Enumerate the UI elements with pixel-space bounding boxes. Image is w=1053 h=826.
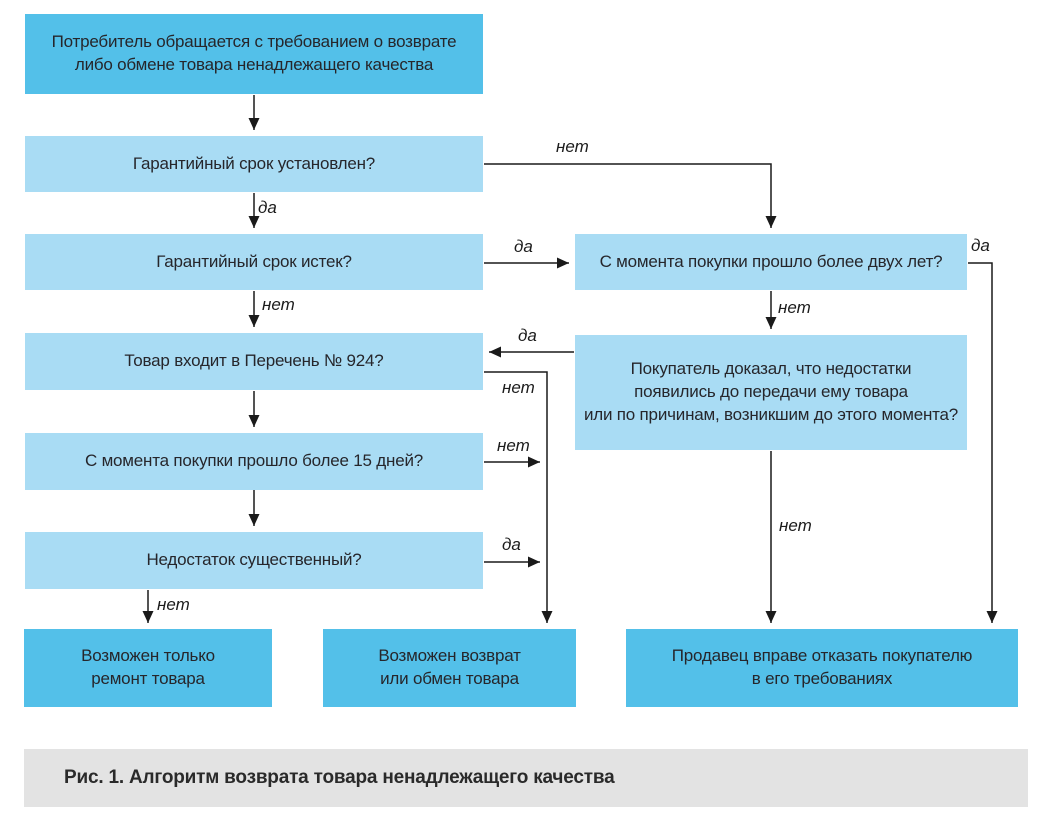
edge-label-no: нет	[556, 137, 589, 156]
node-text-line: Недостаток существенный?	[146, 550, 362, 570]
node-text-line: или по причинам, возникшим до этого моме…	[583, 404, 959, 424]
node-text-line: в его требованиях	[751, 669, 893, 688]
node-text-line: Гарантийный срок установлен?	[132, 153, 376, 173]
edge-label-no: нет	[779, 516, 812, 535]
node-consumer-request: Потребитель обращается с требованием о в…	[25, 14, 483, 94]
node-text-line: Возможен возврат	[378, 646, 521, 666]
node-text-line: С момента покупки прошло более 15 дней?	[84, 451, 424, 471]
edge-label-no: нет	[262, 295, 295, 314]
node-text-line: либо обмене товара ненадлежащего качеств…	[74, 55, 434, 74]
node-two-years-question: С момента покупки прошло более двух лет?	[575, 234, 967, 290]
node-warranty-expired-question: Гарантийный срок истек?	[25, 234, 483, 290]
node-text-line: Продавец вправе отказать покупателю	[671, 646, 973, 666]
edge-label-no: нет	[497, 436, 530, 455]
figure-caption-bar: Рис. 1. Алгоритм возврата товара ненадле…	[24, 749, 1028, 807]
node-significant-defect-question: Недостаток существенный?	[25, 532, 483, 589]
node-text-line: С момента покупки прошло более двух лет?	[599, 251, 943, 271]
node-buyer-proved-question: Покупатель доказал, что недостатки появи…	[575, 335, 967, 450]
node-text-line: Гарантийный срок истек?	[156, 251, 352, 271]
node-text-line: ремонт товара	[91, 669, 205, 688]
node-text-line: Потребитель обращается с требованием о в…	[51, 32, 457, 52]
node-text-line: или обмен товара	[380, 669, 519, 688]
edge-label-no: нет	[502, 378, 535, 397]
node-15-days-question: С момента покупки прошло более 15 дней?	[25, 433, 483, 490]
node-text-line: Покупатель доказал, что недостатки	[630, 359, 912, 379]
edge-label-no: нет	[778, 298, 811, 317]
node-warranty-set-question: Гарантийный срок установлен?	[25, 136, 483, 192]
edge-label-no: нет	[157, 595, 190, 614]
figure-caption: Рис. 1. Алгоритм возврата товара ненадле…	[64, 767, 615, 788]
node-text-line: Товар входит в Перечень № 924?	[124, 351, 384, 371]
node-outcome-repair-only: Возможен только ремонт товара	[24, 629, 272, 707]
node-outcome-seller-refuses: Продавец вправе отказать покупателю в ег…	[626, 629, 1018, 707]
edge-label-yes: да	[518, 326, 537, 345]
edge-label-yes: да	[502, 535, 521, 554]
node-list-924-question: Товар входит в Перечень № 924?	[25, 333, 483, 390]
edge-warranty-set-no	[484, 163, 777, 228]
edge-list924-no	[484, 371, 553, 623]
edge-two-years-yes	[968, 262, 998, 623]
node-text-line: появились до передачи ему товара	[634, 382, 908, 402]
node-outcome-return-or-exchange: Возможен возврат или обмен товара	[323, 629, 576, 707]
edge-label-yes: да	[258, 198, 277, 217]
edge-label-yes: да	[514, 237, 533, 256]
node-text-line: Возможен только	[81, 646, 215, 666]
edge-label-yes: да	[971, 236, 990, 255]
